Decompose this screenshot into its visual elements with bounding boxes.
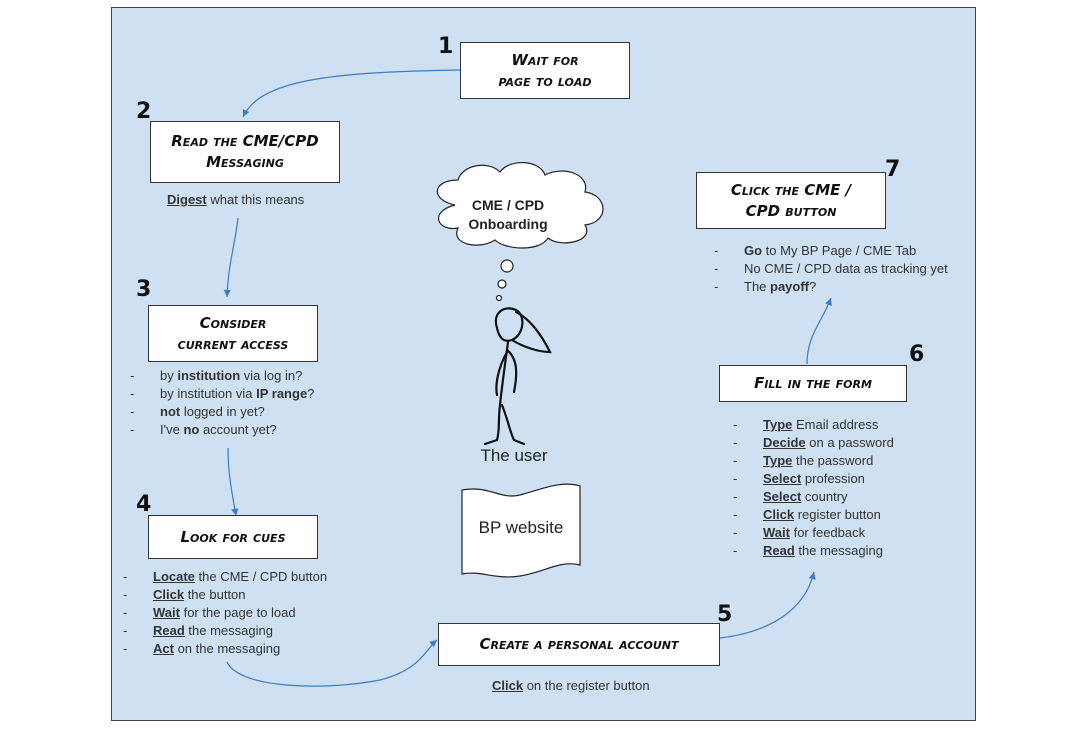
arrow-4-to-5: [226, 639, 438, 687]
step-5-note: Click on the register button: [492, 678, 650, 693]
thought-line-2: Onboarding: [468, 216, 548, 232]
step-7-box: Click the CME / CPD button: [696, 172, 886, 229]
arrow-2-to-3: [223, 217, 239, 298]
step-2-title-line2: Messaging: [206, 153, 284, 171]
step-6-box: Fill in the form: [719, 365, 907, 402]
step-5-number: 5: [717, 602, 733, 627]
list-item: Wait for the page to load: [123, 604, 327, 622]
step-5-note-verb: Click: [492, 678, 524, 693]
list-item: Select profession: [733, 470, 894, 488]
step-3-box: Consider current access: [148, 305, 318, 362]
step-4-title: Look for cues: [180, 527, 286, 546]
bp-website-document-icon: [461, 483, 581, 578]
list-item: Read the messaging: [733, 542, 894, 560]
list-item: Act on the messaging: [123, 640, 327, 658]
step-1-number: 1: [438, 34, 454, 59]
arrow-3-to-4: [227, 447, 239, 517]
thought-cloud-icon: [436, 162, 604, 302]
website-label: BP website: [478, 518, 564, 537]
step-4-list: Locate the CME / CPD button Click the bu…: [123, 568, 327, 658]
list-item: Locate the CME / CPD button: [123, 568, 327, 586]
list-item: not logged in yet?: [130, 403, 314, 421]
step-2-note: Digest what this means: [167, 192, 304, 207]
list-item: Click register button: [733, 506, 894, 524]
step-3-list: by institution via log in? by institutio…: [130, 367, 314, 439]
step-2-note-rest: what this means: [206, 192, 305, 207]
arrow-6-to-7: [806, 297, 832, 365]
list-item: Go to My BP Page / CME Tab: [714, 242, 948, 260]
user-label: The user: [480, 446, 548, 465]
step-3-title-line1: Consider: [199, 313, 267, 332]
step-4-number: 4: [136, 492, 152, 517]
list-item: Type Email address: [733, 416, 894, 434]
thought-text: CME / CPD Onboarding: [444, 196, 572, 234]
step-3-title-line2: current access: [177, 334, 289, 353]
step-1-title-line1: Wait for: [511, 50, 579, 69]
thought-line-1: CME / CPD: [471, 197, 545, 213]
step-2-box: Read the CME/CPD Messaging: [150, 121, 340, 183]
list-item: The payoff?: [714, 278, 948, 296]
step-7-list: Go to My BP Page / CME Tab No CME / CPD …: [714, 242, 948, 296]
step-7-number: 7: [885, 157, 901, 182]
arrow-1-to-2: [242, 69, 461, 118]
step-7-title-line2: CPD button: [745, 201, 837, 220]
step-6-list: Type Email address Decide on a password …: [733, 416, 894, 560]
list-item: I've no account yet?: [130, 421, 314, 439]
step-4-box: Look for cues: [148, 515, 318, 559]
list-item: Select country: [733, 488, 894, 506]
step-5-box: Create a personal account: [438, 623, 720, 666]
step-5-note-rest: on the register button: [523, 678, 650, 693]
list-item: Click the button: [123, 586, 327, 604]
stick-figure-icon: [483, 307, 552, 446]
step-2-number: 2: [136, 99, 152, 124]
step-6-title: Fill in the form: [754, 374, 872, 392]
step-6-number: 6: [909, 342, 925, 367]
arrow-5-to-6: [719, 571, 816, 639]
step-2-note-verb: Digest: [167, 192, 207, 207]
list-item: by institution via log in?: [130, 367, 314, 385]
list-item: Read the messaging: [123, 622, 327, 640]
step-2-title-line1: Read the CME/CPD: [171, 132, 319, 150]
step-1-title-line2: page to load: [498, 71, 592, 90]
list-item: Wait for feedback: [733, 524, 894, 542]
step-3-number: 3: [136, 277, 152, 302]
list-item: Type the password: [733, 452, 894, 470]
list-item: No CME / CPD data as tracking yet: [714, 260, 948, 278]
step-5-title: Create a personal account: [479, 635, 679, 653]
step-1-box: Wait for page to load: [460, 42, 630, 99]
list-item: by institution via IP range?: [130, 385, 314, 403]
list-item: Decide on a password: [733, 434, 894, 452]
step-7-title-line1: Click the CME /: [730, 180, 852, 199]
